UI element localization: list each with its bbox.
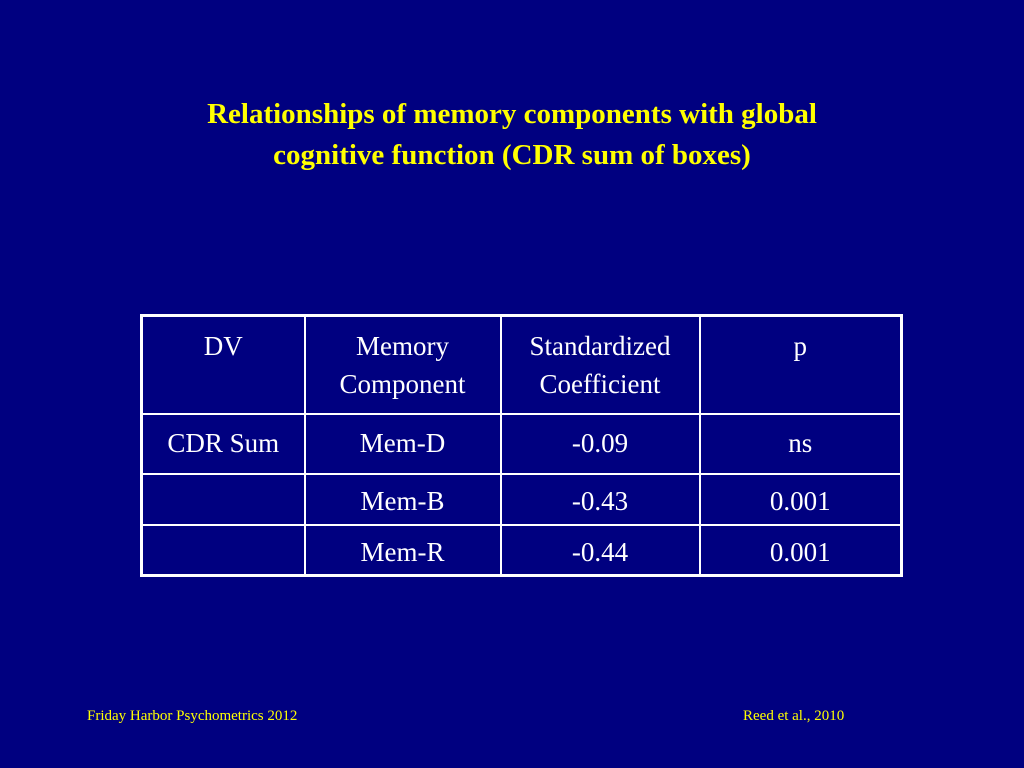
- header-standardized-coefficient-line-1: Standardized: [529, 331, 671, 361]
- header-standardized-coefficient-line-2: Coefficient: [539, 369, 661, 399]
- header-standardized-coefficient: Standardized Coefficient: [499, 314, 701, 415]
- footer-left-text: Friday Harbor Psychometrics 2012: [87, 708, 298, 724]
- slide-title-line-1: Relationships of memory components with …: [207, 98, 817, 130]
- header-memory-component-line-2: Component: [339, 369, 466, 399]
- table-row: Mem-B -0.43 0.001: [140, 472, 903, 526]
- header-memory-component: Memory Component: [303, 314, 502, 415]
- cell-dv: [140, 523, 306, 577]
- cell-p: 0.001: [698, 523, 903, 577]
- table-row: CDR Sum Mem-D -0.09 ns: [140, 412, 903, 475]
- cell-coefficient: -0.43: [499, 472, 701, 526]
- footer-right-citation: Reed et al., 2010: [743, 708, 845, 724]
- cell-memory-component: Mem-D: [303, 412, 502, 475]
- slide-title-line-2: cognitive function (CDR sum of boxes): [273, 139, 751, 171]
- cell-memory-component: Mem-B: [303, 472, 502, 526]
- cell-p: ns: [698, 412, 903, 475]
- header-memory-component-line-1: Memory: [356, 331, 449, 361]
- cell-dv: [140, 472, 306, 526]
- table-header-row: DV Memory Component Standardized Coeffic…: [140, 314, 903, 415]
- cell-p: 0.001: [698, 472, 903, 526]
- header-dv-label: DV: [203, 331, 243, 361]
- cell-coefficient: -0.44: [499, 523, 701, 577]
- results-table: DV Memory Component Standardized Coeffic…: [140, 314, 903, 577]
- cell-coefficient: -0.09: [499, 412, 701, 475]
- header-dv: DV: [140, 314, 306, 415]
- cell-memory-component: Mem-R: [303, 523, 502, 577]
- slide-title: Relationships of memory components with …: [0, 94, 1024, 176]
- header-p-label: p: [793, 331, 808, 361]
- header-p: p: [698, 314, 903, 415]
- cell-dv: CDR Sum: [140, 412, 306, 475]
- table-row: Mem-R -0.44 0.001: [140, 523, 903, 577]
